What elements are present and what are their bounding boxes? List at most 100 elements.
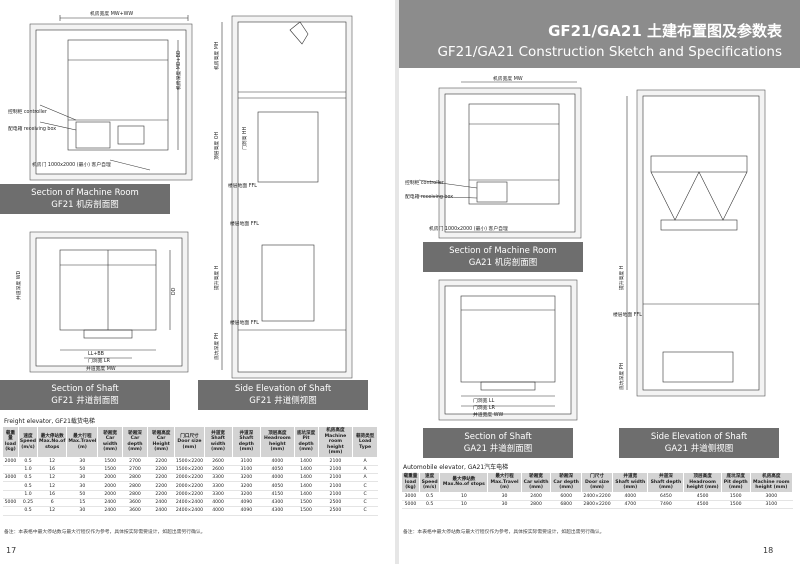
table-cell: 5000	[401, 500, 420, 510]
table-cell: 2600	[204, 465, 233, 475]
table-cell: 2700	[122, 465, 148, 475]
ga-side-elevation-caption: Side Elevation of Shaft GA21 井道侧视图	[619, 428, 779, 458]
table-cell: 2800	[122, 481, 148, 491]
table-cell: 2000	[97, 490, 123, 500]
table-cell: 4090	[232, 498, 261, 508]
table-cell: 2000×2200	[174, 490, 205, 500]
table-cell: 4000	[612, 492, 648, 501]
table-cell: 2500	[318, 498, 353, 508]
table-cell: 2200	[147, 457, 175, 466]
table-cell: 10	[439, 492, 488, 501]
table-cell: 2100	[318, 473, 353, 483]
table-cell: 4150	[260, 490, 294, 500]
shaft-depth-label: 井道深度 WD	[15, 271, 22, 300]
table-cell: 2200	[147, 490, 175, 500]
caption-en: Section of Shaft	[51, 384, 119, 394]
table-cell: 2800×2200	[581, 500, 613, 510]
caption-en: Section of Shaft	[464, 432, 532, 442]
table-cell	[2, 481, 19, 491]
table-cell: 3100	[232, 457, 261, 466]
table-cell: 4090	[232, 506, 261, 516]
table-cell: 4050	[260, 465, 294, 475]
ga-se-floor-label: 楼层地面 FFL	[613, 311, 642, 318]
table-cell: 1400	[294, 457, 319, 466]
table-cell: 30	[66, 481, 98, 491]
se-mh-label: 机房高度 MH	[213, 41, 220, 70]
table-cell: 0.5	[419, 500, 440, 510]
mr-controller-label: 控制柜 controller	[8, 108, 47, 115]
table-cell: 1400	[294, 490, 319, 500]
table-cell: 4000	[204, 506, 233, 516]
table-cell: 30	[66, 506, 98, 516]
caption-cn: GF21 机房剖面图	[51, 200, 119, 210]
caption-cn: GF21 井道侧视图	[249, 396, 317, 406]
left-page: 机房宽度 MW+WW 机房深度 MD+BD 控制柜 controller 配电箱…	[0, 0, 395, 564]
mr-width-label: 机房宽度 MW+WW	[90, 10, 133, 17]
table-cell: 16	[37, 490, 67, 500]
ga-se-travel-label: 提升高度 H	[618, 265, 625, 290]
title-banner: GF21/GA21 土建布置图及参数表 GF21/GA21 Constructi…	[399, 0, 800, 68]
table-cell: 0.5	[419, 492, 440, 501]
shaft-door-label: 门洞宽 LR	[88, 357, 111, 364]
table-cell: 1500	[721, 492, 751, 501]
ga-mr-door-label: 机房门 1000x2000 (最小) 客户自理	[429, 225, 508, 232]
table-cell	[2, 490, 19, 500]
table-cell: 3300	[204, 481, 233, 491]
gf21-table-title: Freight elevator, GF21载货电梯	[4, 418, 95, 425]
page-number-left: 17	[6, 546, 17, 555]
page-title-en: GF21/GA21 Construction Sketch and Specif…	[437, 44, 782, 60]
ga-mr-receiving-box-label: 配电箱 receiving box	[405, 193, 453, 200]
table-cell: 7490	[647, 500, 684, 510]
table-cell: 30	[66, 457, 98, 466]
table-cell: 2700	[122, 457, 148, 466]
table-cell: 4700	[612, 500, 648, 510]
page-number-right: 18	[763, 546, 774, 555]
table-cell: 1500	[294, 506, 319, 516]
table-cell: 2400×2400	[174, 506, 205, 516]
table-cell: 12	[37, 506, 67, 516]
table-cell: 4300	[260, 506, 294, 516]
caption-en: Section of Machine Room	[449, 246, 557, 256]
table-cell: 0.5	[18, 457, 38, 466]
table-cell: 2000×2200	[174, 481, 205, 491]
table-cell: 2400	[521, 492, 551, 501]
table-cell: 4050	[260, 481, 294, 491]
ga-shaft-width-label: 井道宽度 WW	[473, 413, 504, 418]
gf21-note: 备注：本表格中最大停站数与最大行程仅作为参考，具体按实际需要设计，如超出需另行确…	[4, 530, 206, 535]
table-cell: 2000×2200	[174, 473, 205, 483]
table-cell: 1400	[294, 465, 319, 475]
table-cell: 2100	[318, 465, 353, 475]
table-cell	[2, 506, 19, 516]
table-cell: 12	[37, 481, 67, 491]
table-cell: 0.5	[18, 481, 38, 491]
table-cell: 3600	[122, 506, 148, 516]
ga-shaft-caption: Section of Shaft GA21 井道剖面图	[423, 428, 573, 458]
table-cell: C	[352, 498, 378, 508]
table-cell: 3100	[750, 500, 793, 510]
table-cell: 3100	[232, 465, 261, 475]
table-cell: 3000	[401, 492, 420, 501]
table-cell: 2000	[2, 457, 19, 466]
table-cell: 2100	[318, 490, 353, 500]
table-cell: 3200	[232, 490, 261, 500]
shaft-caption: Section of Shaft GF21 井道剖面图	[0, 380, 170, 410]
book-spine	[395, 0, 399, 564]
table-cell: 0.5	[18, 506, 38, 516]
table-cell: 4000	[260, 473, 294, 483]
table-cell: 12	[37, 473, 67, 483]
caption-en: Section of Machine Room	[31, 188, 139, 198]
